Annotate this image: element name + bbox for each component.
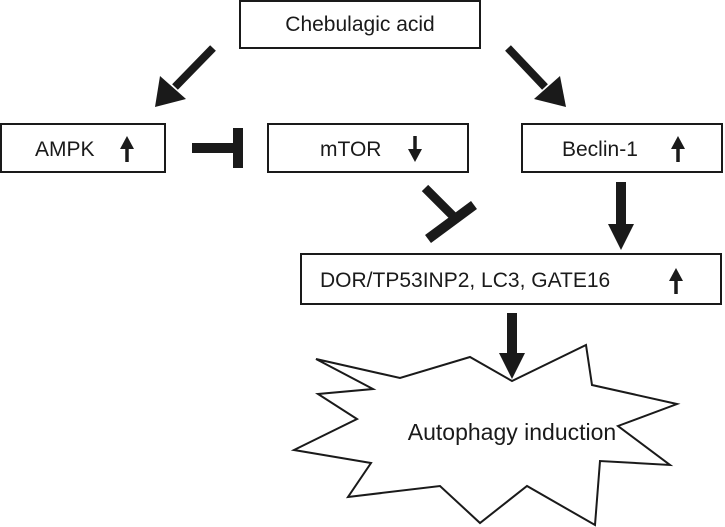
up-arrow-icon: [120, 136, 134, 162]
node-mtor: mTOR: [267, 123, 469, 173]
node-ampk: AMPK: [0, 123, 166, 173]
node-autophagy-markers-box: [300, 253, 722, 305]
node-chebulagic-acid-label: Chebulagic acid: [285, 13, 434, 36]
starburst-shape: [290, 343, 681, 527]
node-beclin-1-box: [521, 123, 723, 173]
up-arrow-icon: [671, 136, 685, 162]
node-ampk-box: [0, 123, 166, 173]
edge-mtor-inhibits-markers: [421, 184, 477, 244]
node-ampk-label: AMPK: [35, 138, 95, 161]
up-arrow-icon: [669, 268, 683, 294]
edge-beclin-to-markers-arrow: [608, 182, 634, 250]
node-autophagy-markers: DOR/TP53INP2, LC3, GATE16: [300, 253, 722, 305]
edge-chebulagic-to-ampk-arrow: [155, 45, 216, 107]
node-beclin-1-label: Beclin-1: [562, 138, 638, 161]
node-chebulagic-acid-box: [239, 0, 481, 49]
node-mtor-box: [267, 123, 469, 173]
node-beclin-1: Beclin-1: [521, 123, 723, 173]
edge-markers-to-autophagy-arrow: [499, 313, 525, 379]
edge-ampk-inhibits-mtor: [192, 128, 243, 168]
edge-chebulagic-to-beclin-arrow: [505, 45, 566, 107]
node-mtor-label: mTOR: [320, 138, 381, 161]
down-arrow-icon: [408, 136, 422, 162]
node-chebulagic-acid: Chebulagic acid: [239, 0, 481, 49]
node-autophagy-induction-label: Autophagy induction: [408, 419, 616, 445]
node-autophagy-induction: Autophagy induction: [290, 343, 681, 527]
node-autophagy-markers-label: DOR/TP53INP2, LC3, GATE16: [320, 269, 610, 292]
